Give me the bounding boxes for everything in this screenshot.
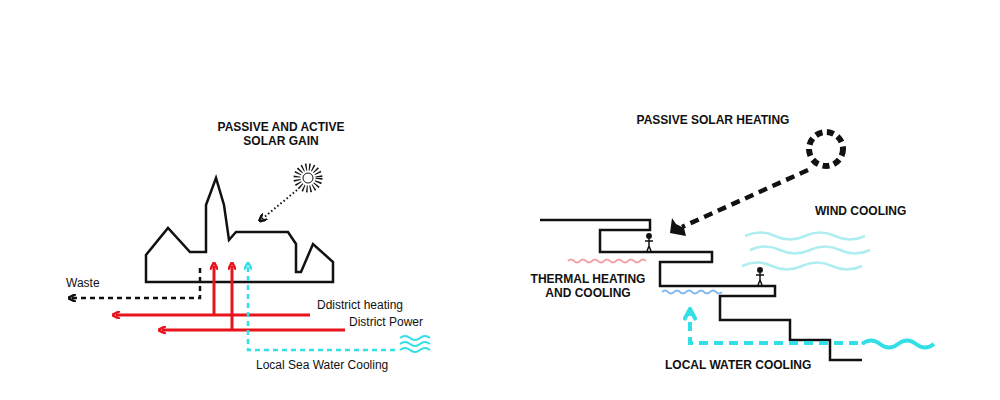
water-waves xyxy=(862,341,934,348)
heating-wave xyxy=(568,260,646,263)
annotation-label: WIND COOLING xyxy=(815,204,906,218)
flow-label: Waste xyxy=(66,276,100,290)
power-arrow xyxy=(162,329,345,332)
title-label: PASSIVE AND ACTIVE SOLAR GAIN xyxy=(206,120,356,149)
heating-riser xyxy=(213,266,216,315)
sea-waves xyxy=(400,336,430,352)
cooling-wave xyxy=(662,291,722,294)
solar-arrow xyxy=(262,190,297,219)
flow-label: District Power xyxy=(349,315,423,329)
person-figure xyxy=(645,234,653,251)
person-figure xyxy=(756,268,764,285)
annotation-label: THERMAL HEATING AND COOLING xyxy=(526,272,651,301)
annotation-label: LOCAL WATER COOLING xyxy=(665,358,811,372)
town-silhouette xyxy=(146,178,333,282)
power-riser xyxy=(231,266,234,330)
sun-symbol xyxy=(809,132,843,166)
flow-label: Ddistrict heating xyxy=(317,298,403,312)
sun-core xyxy=(303,173,313,183)
flow-label: Local Sea Water Cooling xyxy=(256,358,388,372)
wind-lines xyxy=(742,233,870,270)
solar-arrow xyxy=(682,170,808,227)
arrow-head xyxy=(670,218,686,236)
water-cooling-arrow xyxy=(690,314,858,343)
sun-symbol xyxy=(297,167,319,189)
title-label: PASSIVE SOLAR HEATING xyxy=(637,113,790,127)
